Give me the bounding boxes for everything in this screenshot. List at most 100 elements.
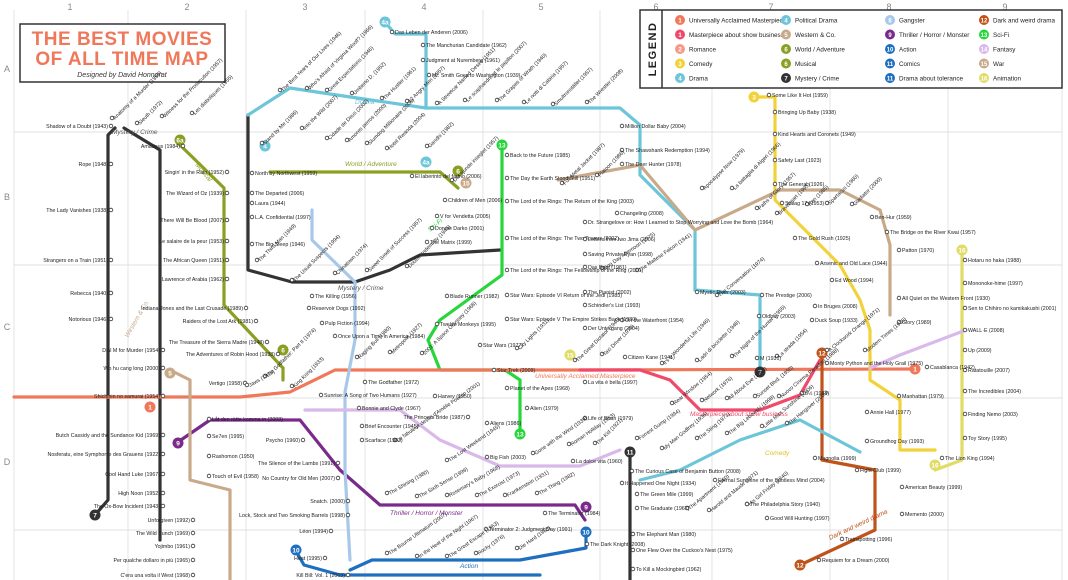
legend-label: Sci-Fi xyxy=(993,32,1009,39)
station-marker xyxy=(550,101,556,107)
station-label: Psycho (1960) xyxy=(266,438,300,444)
station-label: On the Waterfront (1954) xyxy=(625,318,684,324)
legend-badge-number: 7 xyxy=(784,76,788,82)
station-label: Jaws (1975) xyxy=(248,369,276,389)
line-gangster xyxy=(310,208,357,562)
station-marker xyxy=(420,57,426,63)
station-marker xyxy=(387,349,393,355)
station-label: Twelve Monkeys (1995) xyxy=(440,322,496,328)
legend-label: Action xyxy=(899,46,917,53)
station-label: Toy Story (1995) xyxy=(968,436,1007,442)
station-marker xyxy=(160,490,166,496)
legend-label: Masterpiece about show business xyxy=(689,32,784,39)
station-label: The Graduate (1967) xyxy=(640,506,690,512)
station-marker xyxy=(962,435,968,441)
station-marker xyxy=(356,405,362,411)
legend-badge xyxy=(885,44,895,54)
station-marker xyxy=(224,169,230,175)
station-marker xyxy=(899,511,905,517)
line-label-mystery-2: Mystery / Crime xyxy=(338,285,384,292)
station-marker xyxy=(384,550,390,556)
legend-badge-number: 2 xyxy=(678,47,682,53)
station-marker xyxy=(449,177,455,183)
line-comedy xyxy=(758,95,937,452)
station-label: It Happened One Night (1934) xyxy=(625,481,696,487)
station-marker xyxy=(277,87,283,93)
station-label: Shichinin no samurai (1954) xyxy=(94,394,160,400)
station-label: Back to the Future (1985) xyxy=(510,153,570,159)
station-label: Schindler's List (1993) xyxy=(588,303,640,309)
station-marker xyxy=(429,225,435,231)
station-label: The Green Mile (1999) xyxy=(640,492,694,498)
station-label: Gandhi (1982) xyxy=(427,121,455,149)
station-marker xyxy=(432,393,438,399)
station-label: Pulp Fiction (1994) xyxy=(325,321,370,327)
station-marker xyxy=(249,170,255,176)
grid-col-3: 3 xyxy=(302,2,307,12)
station-label: Bonnie and Clyde (1967) xyxy=(362,406,421,412)
station-marker xyxy=(669,400,675,406)
station-marker xyxy=(249,200,255,206)
station-label: Blade Runner (1982) xyxy=(450,294,499,300)
station-marker xyxy=(824,360,830,366)
station-label: Aliens (1986) xyxy=(490,421,521,427)
line-world-adventure xyxy=(178,143,285,382)
line-thriller xyxy=(176,418,587,522)
station-label: No Country for Old Men (2007) xyxy=(262,476,335,482)
line-war xyxy=(556,163,892,317)
station-label: Into the Wild (2007) xyxy=(302,94,339,131)
station-label: Ed Wood (1994) xyxy=(835,278,874,284)
station-marker xyxy=(159,113,165,119)
line-mystery-crime xyxy=(122,126,162,542)
legend-badge xyxy=(675,15,685,25)
station-label: The Wizard of Oz (1939) xyxy=(166,191,224,197)
station-marker xyxy=(160,432,166,438)
station-marker xyxy=(434,100,440,106)
station-marker xyxy=(864,409,870,415)
station-label: Laura (1944) xyxy=(255,201,286,207)
station-marker xyxy=(504,235,510,241)
station-label: Cidade de Deus (2002) xyxy=(327,98,370,141)
station-marker xyxy=(962,257,968,263)
station-label: Patton (1970) xyxy=(902,248,934,254)
legend-badge xyxy=(675,29,685,40)
legend-label: Romance xyxy=(689,46,716,53)
station-marker xyxy=(384,145,390,151)
station-label: Cool Hand Luke (1967) xyxy=(105,472,160,478)
legend-label: Drama about tolerance xyxy=(899,75,964,82)
station-marker xyxy=(630,566,636,572)
station-label: Butch Cassidy and the Sundance Kid (1969… xyxy=(56,433,160,439)
station-marker xyxy=(404,98,410,104)
station-marker xyxy=(289,277,295,283)
line-world-adventure-2 xyxy=(268,170,460,190)
station-label: Eternal Sunshine of the Spotless Mind (2… xyxy=(718,478,825,484)
station-marker xyxy=(634,435,640,441)
station-label: Notorious (1946) xyxy=(69,317,109,323)
station-marker xyxy=(345,572,351,578)
station-label: Letters from Iwo Jima (2006) xyxy=(588,237,656,243)
station-marker xyxy=(939,455,945,461)
station-marker xyxy=(962,327,968,333)
legend-badge xyxy=(979,29,989,40)
station-marker xyxy=(599,265,605,271)
station-marker xyxy=(962,347,968,353)
legend-label: Gangster xyxy=(899,17,925,24)
legend-badge xyxy=(675,58,685,69)
station-label: Star Wars (1977) xyxy=(483,343,523,349)
station-marker xyxy=(774,210,780,216)
station-label: M (1931) xyxy=(760,356,781,362)
station-marker xyxy=(712,477,718,483)
station-marker xyxy=(504,316,510,322)
station-marker xyxy=(442,197,448,203)
station-marker xyxy=(414,553,420,559)
station-marker xyxy=(630,531,636,537)
station-label: The Treasure of the Sierra Madre (1948) xyxy=(169,340,264,346)
station-marker xyxy=(254,257,260,263)
legend-label: Mystery / Crime xyxy=(795,75,840,82)
line-western xyxy=(168,368,232,580)
station-marker xyxy=(694,289,700,295)
grid-col-8: 8 xyxy=(886,2,891,12)
station-label: The Departed (2006) xyxy=(255,191,304,197)
legend-badge xyxy=(885,15,895,25)
station-label: 2001: A Space Odyssey (1968) xyxy=(422,300,478,356)
